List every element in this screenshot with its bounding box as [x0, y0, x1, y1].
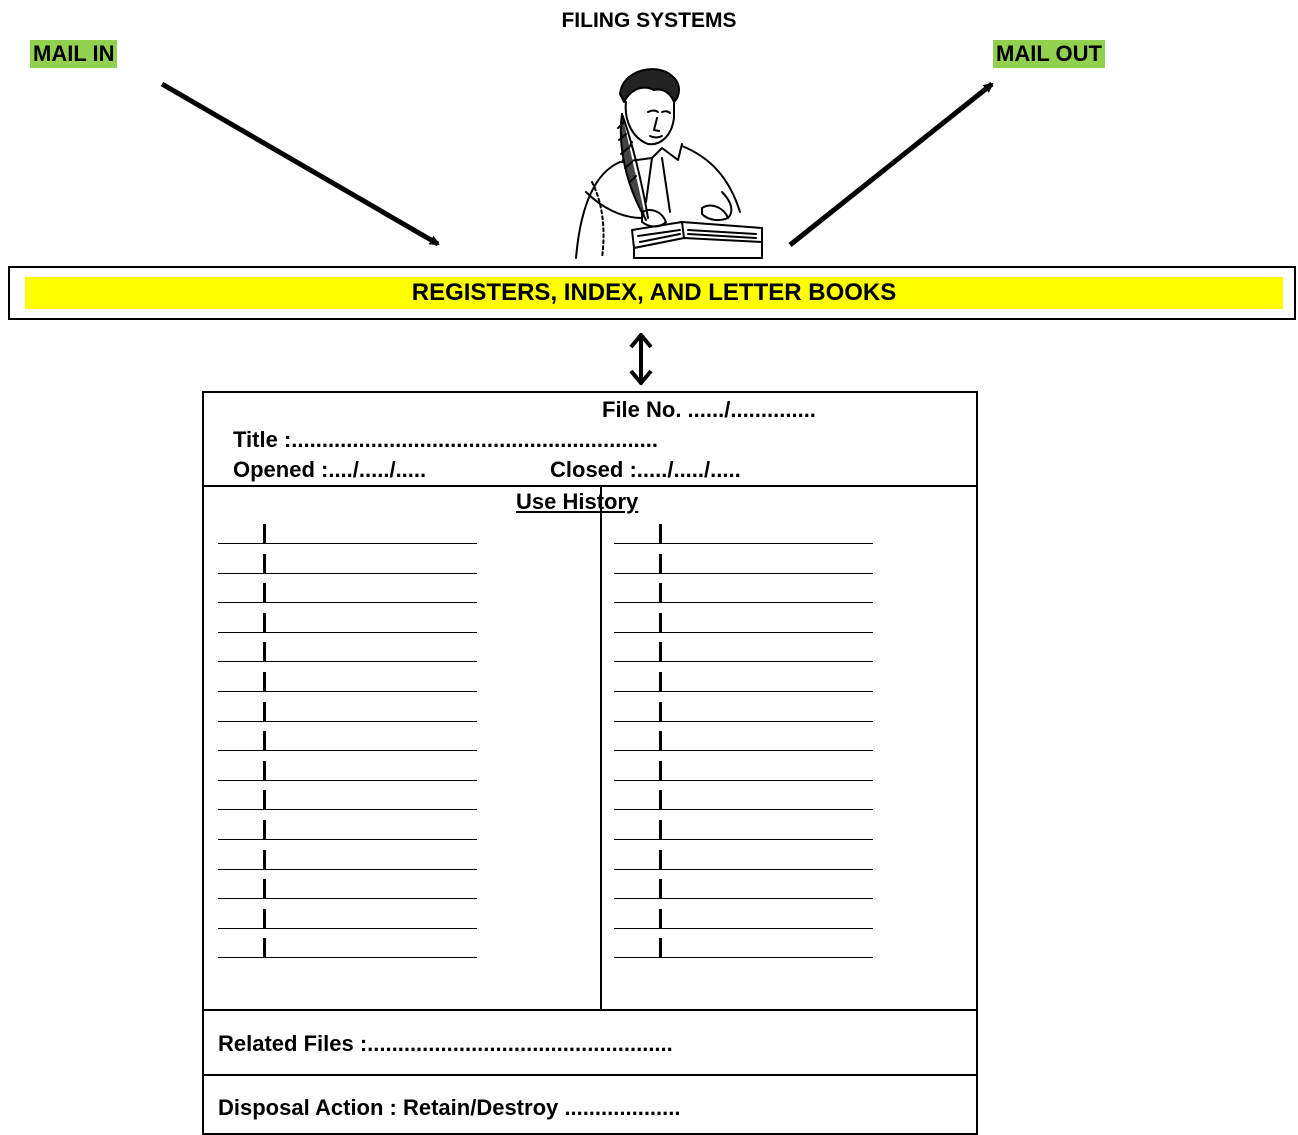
history-entry-separator: [659, 524, 662, 544]
history-entry-separator: [659, 938, 662, 959]
file-title-field: Title :.................................…: [233, 427, 659, 452]
flow-arrows: [160, 81, 994, 247]
double-arrow-icon: [629, 333, 653, 385]
history-entry-line: [614, 661, 873, 663]
history-entry-separator: [263, 849, 266, 870]
register-box: REGISTERS, INDEX, AND LETTER BOOKS: [8, 266, 1296, 320]
history-entry-separator: [263, 524, 266, 544]
history-entry-line: [614, 602, 873, 604]
history-entry-line: [218, 957, 477, 959]
history-entry-line: [614, 809, 873, 811]
history-entry-line: [218, 602, 477, 604]
history-entry-line: [218, 661, 477, 663]
history-entry-separator: [659, 849, 662, 870]
history-entry-line: [218, 868, 477, 870]
history-entry-separator: [263, 701, 266, 722]
history-entry-line: [218, 720, 477, 722]
history-entry-separator: [659, 553, 662, 574]
history-entry-separator: [659, 790, 662, 811]
card-divider: [204, 485, 976, 487]
history-entry-separator: [263, 553, 266, 574]
opened-date-field: Opened :..../...../.....: [233, 457, 427, 482]
history-entry-line: [614, 898, 873, 900]
history-entry-separator: [659, 701, 662, 722]
history-entry-separator: [659, 760, 662, 781]
history-entry-separator: [263, 731, 266, 752]
history-column-divider: [600, 487, 602, 1010]
history-entry-line: [218, 750, 477, 752]
history-entry-separator: [263, 908, 266, 929]
history-entry-line: [614, 927, 873, 929]
history-entry-separator: [263, 612, 266, 633]
history-entry-line: [218, 691, 477, 692]
history-entry-line: [614, 691, 873, 692]
history-entry-line: [218, 809, 477, 811]
history-entry-separator: [263, 672, 266, 692]
mail-out-arrow: [788, 82, 994, 247]
history-entry-separator: [263, 820, 266, 840]
history-entry-line: [218, 543, 477, 544]
card-divider: [204, 1009, 976, 1011]
history-entry-line: [614, 868, 873, 870]
history-entry-separator: [263, 760, 266, 781]
history-entry-separator: [263, 583, 266, 604]
history-entry-line: [614, 750, 873, 752]
history-entry-separator: [659, 879, 662, 900]
history-entry-line: [218, 927, 477, 929]
related-files-field: Related Files :.........................…: [218, 1031, 673, 1056]
history-entry-line: [614, 957, 873, 959]
history-entry-line: [614, 631, 873, 633]
history-entry-separator: [659, 612, 662, 633]
register-label: REGISTERS, INDEX, AND LETTER BOOKS: [25, 277, 1283, 309]
history-entry-separator: [659, 583, 662, 604]
writing-man-icon: [575, 68, 763, 259]
history-entry-line: [614, 720, 873, 722]
history-entry-line: [614, 839, 873, 840]
page-title: FILING SYSTEMS: [561, 9, 737, 32]
history-entry-line: [218, 572, 477, 574]
history-entry-separator: [659, 731, 662, 752]
card-divider: [204, 1074, 976, 1076]
history-entry-separator: [659, 672, 662, 692]
history-entry-separator: [659, 642, 662, 663]
disposal-action-field: Disposal Action : Retain/Destroy .......…: [218, 1095, 681, 1120]
history-entry-line: [218, 631, 477, 633]
history-entry-line: [218, 779, 477, 781]
closed-date-field: Closed :...../...../.....: [550, 457, 741, 482]
mail-in-arrow: [160, 81, 440, 247]
file-number-field: File No. ....../..............: [602, 397, 816, 422]
history-entry-line: [614, 543, 873, 544]
history-entry-separator: [263, 642, 266, 663]
history-entry-line: [218, 839, 477, 840]
history-entry-separator: [659, 908, 662, 929]
history-entry-line: [218, 898, 477, 900]
history-entry-line: [614, 572, 873, 574]
file-card: File No. ....../.............. Title :..…: [202, 391, 978, 1135]
history-entry-line: [614, 779, 873, 781]
history-entry-separator: [659, 820, 662, 840]
history-entry-separator: [263, 938, 266, 959]
mail-out-label: MAIL OUT: [993, 40, 1105, 68]
history-entry-separator: [263, 790, 266, 811]
history-entry-separator: [263, 879, 266, 900]
mail-in-label: MAIL IN: [30, 40, 118, 68]
use-history-heading: Use History: [516, 489, 639, 514]
